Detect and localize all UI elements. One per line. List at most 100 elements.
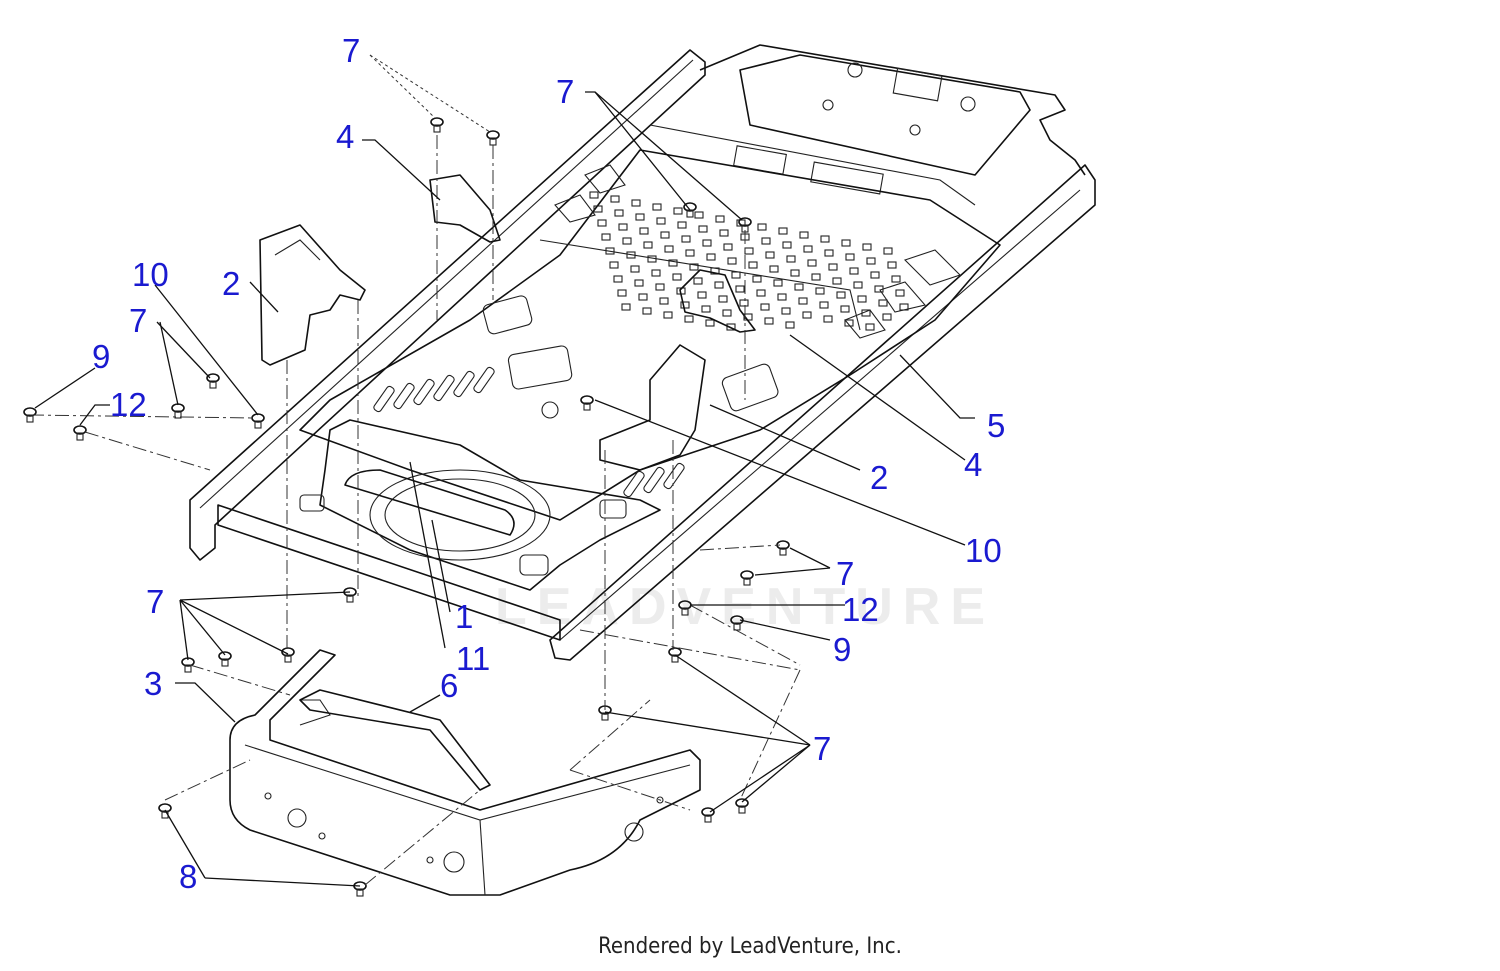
perforation-hole (887, 261, 897, 269)
fastener (171, 403, 185, 419)
callout-2-a: 2 (222, 265, 240, 302)
fastener (343, 587, 357, 603)
fastener (730, 615, 744, 631)
bracket-right-2 (599, 344, 706, 471)
perforation-hole (778, 227, 788, 235)
frame-slots (373, 366, 685, 498)
callout-7-d: 7 (836, 555, 854, 592)
perforation-hole (672, 273, 682, 281)
perforation-hole (664, 245, 674, 253)
callout-10-a: 10 (132, 256, 169, 293)
perforation-hole (710, 267, 720, 275)
perforation-hole (840, 305, 850, 313)
perforation-hole (799, 231, 809, 239)
perforation-hole (731, 271, 741, 279)
fastener (73, 425, 87, 441)
perforation-hole (798, 297, 808, 305)
perforation-hole (756, 289, 766, 297)
perforation-hole (727, 257, 737, 265)
callout-7-e: 7 (146, 583, 164, 620)
perforation-hole (609, 261, 619, 269)
perforation-hole (882, 313, 892, 321)
perforation-hole (715, 215, 725, 223)
callout-9-a: 9 (92, 338, 110, 375)
callout-9-b: 9 (833, 631, 851, 668)
leader-lines (34, 54, 975, 887)
perforation-hole (681, 235, 691, 243)
perforation-hole (634, 279, 644, 287)
footer-credit: Rendered by LeadVenture, Inc. (598, 934, 902, 959)
perforation-hole (853, 281, 863, 289)
fastener (740, 570, 754, 586)
perforation-hole (593, 205, 603, 213)
perforation-hole (849, 267, 859, 275)
perforation-hole (626, 251, 636, 259)
perforation-hole (785, 321, 795, 329)
perforation-hole (614, 209, 624, 217)
perforation-hole (895, 289, 905, 297)
perforation-hole (723, 243, 733, 251)
center-lines (29, 135, 801, 886)
perforation-hole (701, 305, 711, 313)
frame-slot (393, 382, 415, 410)
perforation-hole (651, 269, 661, 277)
perforation-hole (845, 253, 855, 261)
perforation-hole (694, 211, 704, 219)
perforation-hole (685, 249, 695, 257)
fastener (181, 657, 195, 673)
perforation-hole (865, 323, 875, 331)
main-frame (189, 44, 1096, 661)
perforation-hole (802, 311, 812, 319)
perforation-hole (844, 319, 854, 327)
bracket-left-2 (259, 224, 366, 366)
perforation-hole (786, 255, 796, 263)
callout-1: 1 (455, 598, 473, 635)
perforation-hole (722, 309, 732, 317)
fastener (206, 373, 220, 389)
frame-slot (453, 370, 475, 398)
perforation-hole (613, 275, 623, 283)
fastener (580, 395, 594, 411)
callout-7-f: 7 (813, 730, 831, 767)
perforation-hole (815, 287, 825, 295)
perforation-hole (684, 315, 694, 323)
callout-7-a: 7 (342, 32, 360, 69)
callout-4-b: 4 (964, 446, 982, 483)
perforation-hole (891, 275, 901, 283)
perforation-hole (748, 261, 758, 269)
perforation-hole (689, 263, 699, 271)
perforation-hole (597, 219, 607, 227)
callout-11: 11 (456, 640, 490, 677)
fastener (281, 647, 295, 663)
bumper (229, 649, 701, 896)
fastener (430, 117, 444, 133)
callout-2-b: 2 (870, 459, 888, 496)
frame-slot (663, 462, 685, 490)
perforation-hole (807, 259, 817, 267)
perforation-hole (824, 249, 834, 257)
frame-slot (623, 470, 645, 498)
fastener (776, 540, 790, 556)
perforation-hole (639, 227, 649, 235)
watermark-text: LEADVENTURE (495, 578, 995, 636)
perforation-hole (841, 239, 851, 247)
perforation-hole (660, 231, 670, 239)
callout-10-b: 10 (965, 532, 1002, 569)
perforation-hole (857, 295, 867, 303)
perforation-hole (622, 237, 632, 245)
callout-6: 6 (440, 667, 458, 704)
fastener (251, 413, 265, 429)
frame-slot (373, 385, 395, 413)
perforation-hole (677, 221, 687, 229)
perforation-hole (673, 207, 683, 215)
perforation-hole (601, 233, 611, 241)
callout-12-a: 12 (110, 386, 147, 423)
perforation-hole (883, 247, 893, 255)
perforation-hole (589, 191, 599, 199)
perforation-hole (638, 293, 648, 301)
perforation-hole (621, 303, 631, 311)
perforation-hole (726, 323, 736, 331)
perforation-hole (642, 307, 652, 315)
fastener (735, 798, 749, 814)
perforation-hole (617, 289, 627, 297)
